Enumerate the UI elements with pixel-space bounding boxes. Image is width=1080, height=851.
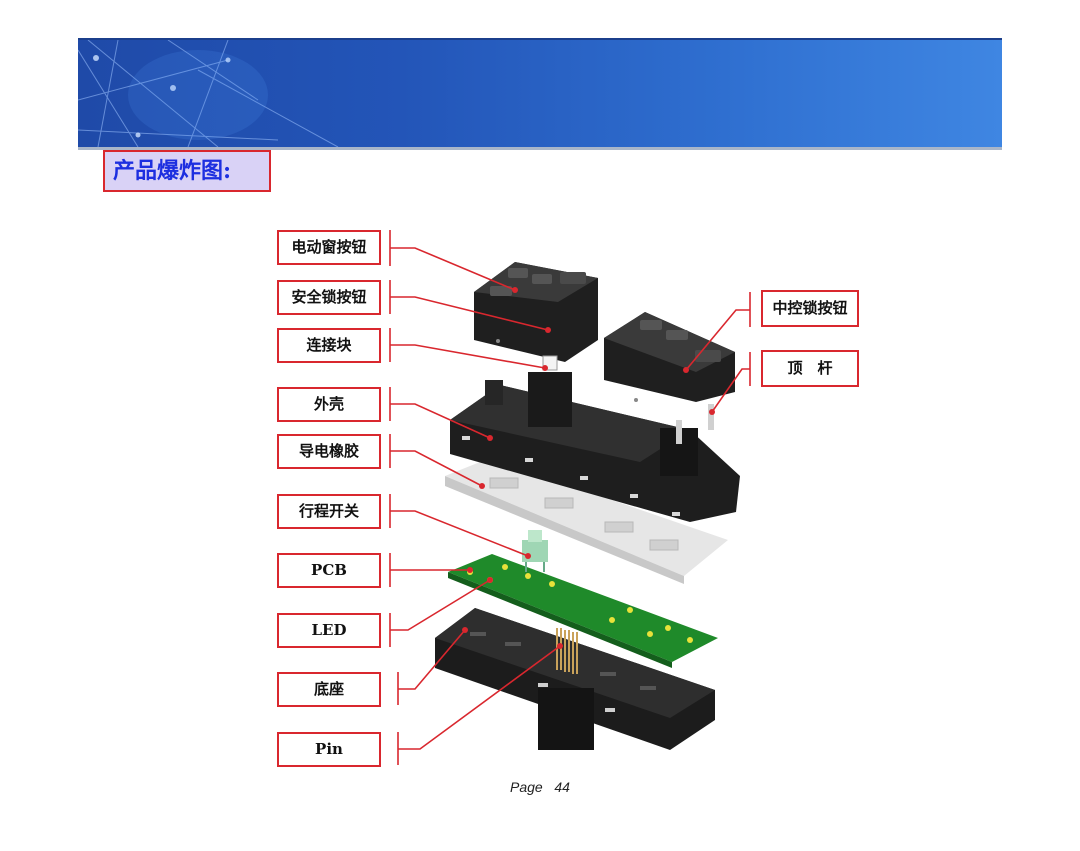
label-safety-lock-button: 安全锁按钮 bbox=[277, 280, 381, 315]
page-number-value: 44 bbox=[554, 779, 570, 795]
page-number: Page 44 bbox=[0, 779, 1080, 795]
label-housing: 外壳 bbox=[277, 387, 381, 422]
label-conductive-rubber: 导电橡胶 bbox=[277, 434, 381, 469]
label-power-window-button: 电动窗按钮 bbox=[277, 230, 381, 265]
label-pin: Pin bbox=[277, 732, 381, 767]
label-push-rod: 顶 杆 bbox=[761, 350, 859, 387]
travel-switch-part bbox=[522, 530, 548, 572]
label-pcb: PCB bbox=[277, 553, 381, 588]
window-button-part bbox=[474, 262, 598, 362]
label-led: LED bbox=[277, 613, 381, 648]
label-connector-block: 连接块 bbox=[277, 328, 381, 363]
callout-dots bbox=[462, 287, 715, 649]
callout-lines bbox=[389, 230, 751, 765]
banner-network-graphic bbox=[78, 40, 339, 147]
label-central-lock-button: 中控锁按钮 bbox=[761, 290, 859, 327]
header-banner bbox=[78, 38, 1002, 150]
base-part bbox=[435, 608, 715, 750]
label-base: 底座 bbox=[277, 672, 381, 707]
label-travel-switch: 行程开关 bbox=[277, 494, 381, 529]
conductive-rubber-part bbox=[445, 458, 728, 584]
housing-part bbox=[450, 372, 740, 522]
central-lock-button-part bbox=[604, 312, 735, 402]
page-word: Page bbox=[510, 779, 543, 795]
section-title: 产品爆炸图: bbox=[103, 150, 271, 192]
